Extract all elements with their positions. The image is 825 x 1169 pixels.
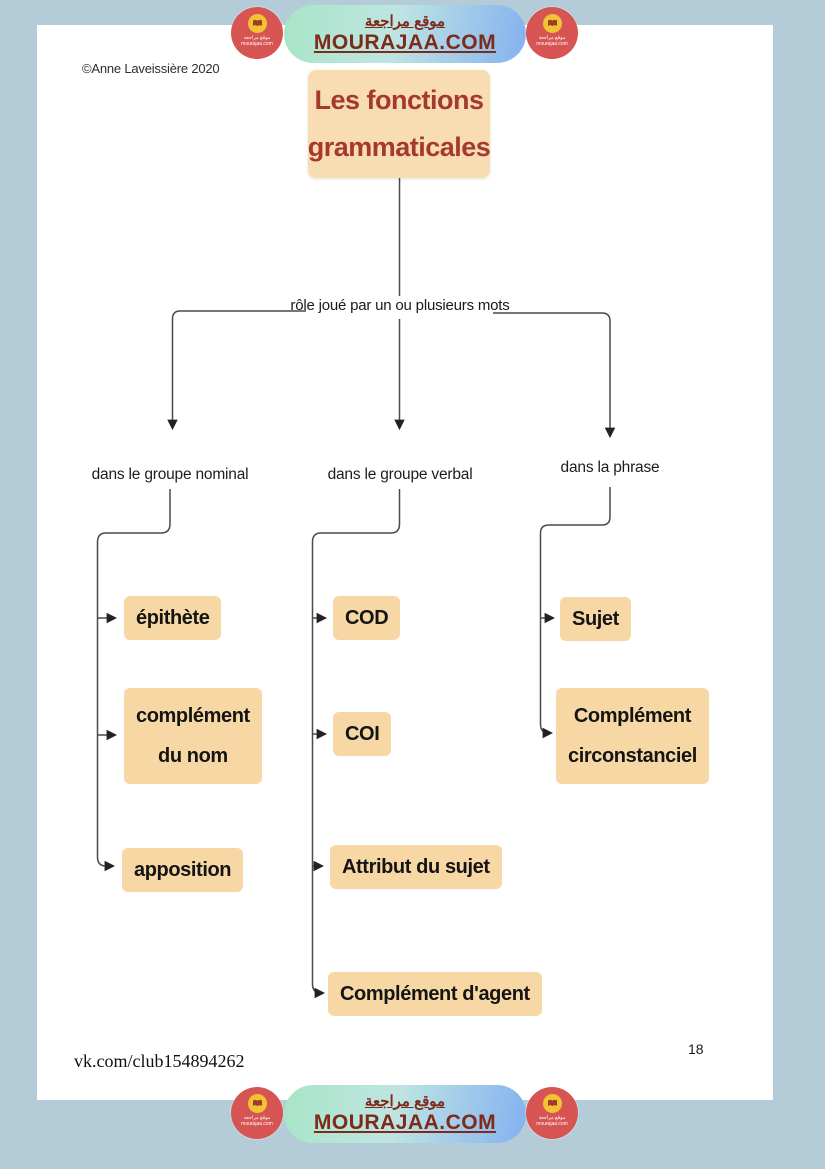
logo-caption-site: mourajaa.com — [241, 41, 273, 47]
node-coi: COI — [333, 712, 392, 756]
logo-caption: موقع مراجعة mourajaa.com — [536, 35, 568, 47]
diagram-title-box: Les fonctions grammaticales — [307, 70, 491, 178]
node-attribut-du-sujet: Attribut du sujet — [330, 845, 502, 889]
node-complement-dagent: Complément d'agent — [328, 972, 542, 1016]
logo-caption-arabic: موقع مراجعة — [538, 35, 566, 41]
mourajaa-logo-badge: موقع مراجعة mourajaa.com — [231, 1087, 283, 1139]
branch-label-verbal: dans le groupe verbal — [327, 466, 473, 483]
banner-pill-top: موقع مراجعة MOURAJAA.COM — [284, 5, 526, 63]
banner-arabic-link[interactable]: موقع مراجعة — [364, 13, 446, 30]
node-complement-circonstanciel: Complément circonstanciel — [556, 688, 709, 784]
book-icon — [542, 1094, 562, 1113]
book-icon — [542, 14, 562, 33]
mourajaa-logo-badge: موقع مراجعة mourajaa.com — [231, 7, 283, 59]
paper — [37, 25, 773, 1100]
logo-caption: موقع مراجعة mourajaa.com — [241, 1115, 273, 1127]
node-apposition: apposition — [122, 848, 244, 892]
logo-caption-site: mourajaa.com — [241, 1121, 273, 1127]
node-complement-du-nom: complément du nom — [124, 688, 262, 784]
mourajaa-logo-badge: موقع مراجعة mourajaa.com — [526, 7, 578, 59]
copyright-note: ©Anne Laveissière 2020 — [82, 61, 220, 76]
logo-caption-arabic: موقع مراجعة — [243, 35, 271, 41]
logo-caption-arabic: موقع مراجعة — [243, 1115, 271, 1121]
vk-club-link: vk.com/club154894262 — [74, 1051, 245, 1071]
root-note: rôle joué par un ou plusieurs mots — [290, 297, 510, 314]
bottom-banner: موقع مراجعة MOURAJAA.COM موقع مراجعة mou… — [0, 1080, 825, 1150]
diagram-title: Les fonctions grammaticales — [307, 85, 491, 162]
logo-caption-site: mourajaa.com — [536, 1121, 568, 1127]
logo-caption: موقع مراجعة mourajaa.com — [241, 35, 273, 47]
branch-label-phrase: dans la phrase — [560, 459, 660, 476]
logo-caption: موقع مراجعة mourajaa.com — [536, 1115, 568, 1127]
branch-label-nominal: dans le groupe nominal — [91, 466, 249, 483]
top-banner: موقع مراجعة MOURAJAA.COM موقع مراجعة mou… — [0, 0, 825, 70]
book-icon — [247, 1094, 267, 1113]
logo-caption-arabic: موقع مراجعة — [538, 1115, 566, 1121]
node-epithete: épithète — [124, 596, 222, 640]
page-number: 18 — [688, 1041, 704, 1057]
logo-caption-site: mourajaa.com — [536, 41, 568, 47]
banner-pill-bottom: موقع مراجعة MOURAJAA.COM — [284, 1085, 526, 1143]
banner-site-link[interactable]: MOURAJAA.COM — [313, 1111, 497, 1134]
node-cod: COD — [333, 596, 401, 640]
banner-site-link[interactable]: MOURAJAA.COM — [313, 31, 497, 54]
mourajaa-logo-badge: موقع مراجعة mourajaa.com — [526, 1087, 578, 1139]
node-sujet: Sujet — [560, 597, 631, 641]
book-icon — [247, 14, 267, 33]
banner-arabic-link[interactable]: موقع مراجعة — [364, 1093, 446, 1110]
